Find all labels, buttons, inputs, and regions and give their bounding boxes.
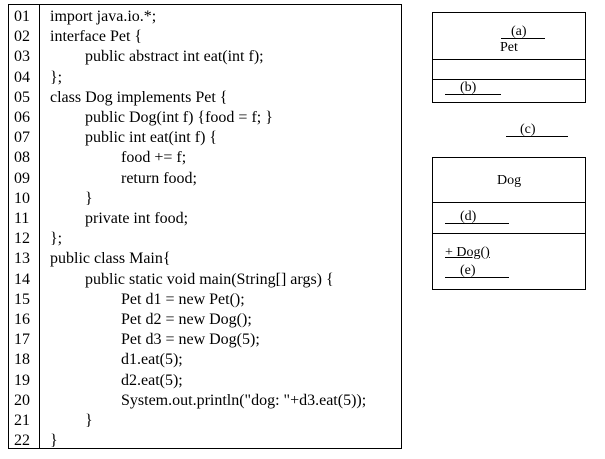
code-text: public static void main(String[] args) {	[85, 270, 334, 288]
code-text: public Dog(int f) {food = f; }	[85, 109, 273, 126]
code-line: 13 public class Main{	[9, 249, 401, 269]
line-number: 10	[14, 189, 30, 207]
code-text: return food;	[121, 169, 197, 187]
code-line: 11 private int food;	[9, 209, 401, 229]
line-number: 06	[14, 109, 30, 126]
code-text: }	[50, 432, 58, 450]
dog-constructor: + Dog()	[445, 245, 490, 260]
code-line: 20 System.out.println("dog: "+d3.eat(5));	[9, 391, 401, 411]
pet-class-box: (a) Pet (b)	[432, 12, 586, 103]
line-number: 16	[14, 311, 30, 328]
pet-blank-b-label: (b)	[460, 80, 477, 95]
code-line: 07 public int eat(int f) {	[9, 128, 401, 148]
line-number: 09	[14, 169, 30, 187]
dog-blank-d-label: (d)	[460, 209, 477, 224]
code-text: Pet d3 = new Dog(5);	[121, 331, 260, 349]
line-number: 04	[14, 68, 30, 86]
line-number: 01	[14, 8, 30, 25]
code-line: 02 interface Pet {	[9, 27, 401, 47]
code-line: 14 public static void main(String[] args)…	[9, 270, 401, 290]
dog-separator-2	[433, 233, 585, 234]
line-number-divider	[39, 5, 40, 448]
code-text: public int eat(int f) {	[85, 129, 218, 147]
line-number: 08	[14, 149, 30, 167]
dog-class-box: Dog (d) + Dog() (e)	[432, 157, 586, 290]
code-line: 21}	[9, 411, 401, 431]
dog-separator-1	[433, 202, 585, 203]
code-line: 15 Pet d1 = new Pet();	[9, 290, 401, 310]
code-text: d2.eat(5);	[121, 371, 183, 389]
pet-separator-1	[433, 59, 585, 60]
dog-blank-e-label: (e)	[460, 263, 476, 278]
line-number: 18	[14, 351, 30, 369]
line-number: 19	[14, 371, 30, 389]
pet-separator-2	[433, 79, 585, 80]
code-text: };	[50, 68, 63, 86]
line-number: 05	[14, 88, 30, 106]
code-line: 10}	[9, 189, 401, 209]
code-line: 22}	[9, 431, 401, 451]
code-text: public abstract int eat(int f);	[85, 48, 264, 66]
line-number: 17	[14, 331, 30, 349]
pet-blank-a-line	[501, 38, 545, 39]
code-line: 08 food += f;	[9, 148, 401, 168]
line-number: 15	[14, 290, 30, 308]
code-text: food += f;	[121, 149, 187, 167]
dog-class-name: Dog	[497, 173, 522, 188]
line-number: 07	[14, 129, 30, 147]
code-text: }	[85, 412, 93, 429]
line-number: 22	[14, 432, 30, 450]
code-text: interface Pet {	[50, 28, 143, 46]
code-text: class Dog implements Pet {	[50, 88, 228, 106]
code-line: 06 public Dog(int f) {food = f; }	[9, 108, 401, 128]
line-number: 03	[14, 48, 30, 66]
code-line: 09 return food;	[9, 169, 401, 189]
code-text: };	[50, 230, 63, 248]
line-number: 11	[14, 210, 30, 227]
code-text: System.out.println("dog: "+d3.eat(5));	[121, 391, 367, 409]
code-line: 16 Pet d2 = new Dog();	[9, 310, 401, 330]
dog-blank-d-line	[445, 223, 509, 224]
relation-blank-c-label: (c)	[520, 122, 536, 137]
code-line: 17 Pet d3 = new Dog(5);	[9, 330, 401, 350]
line-number: 21	[14, 412, 30, 429]
line-number: 02	[14, 28, 30, 46]
code-line: 05 class Dog implements Pet {	[9, 88, 401, 108]
code-text: public class Main{	[50, 250, 171, 268]
line-number: 12	[14, 230, 30, 248]
code-line: 19 d2.eat(5);	[9, 371, 401, 391]
code-text: }	[85, 189, 93, 207]
code-line: 03 public abstract int eat(int f);	[9, 47, 401, 67]
code-text: private int food;	[85, 210, 189, 227]
pet-blank-b-line	[445, 94, 501, 95]
code-text: import java.io.*;	[50, 8, 157, 25]
dog-blank-e-line	[445, 277, 509, 278]
code-line: 04};	[9, 68, 401, 88]
code-text: Pet d1 = new Pet();	[121, 290, 245, 308]
line-number: 20	[14, 391, 30, 409]
code-line: 12};	[9, 229, 401, 249]
code-text: d1.eat(5);	[121, 351, 183, 369]
line-number: 13	[14, 250, 30, 268]
pet-blank-a-label: (a)	[511, 24, 527, 39]
pet-class-name: Pet	[500, 40, 518, 55]
code-line: 01 import java.io.*;	[9, 7, 401, 27]
code-listing: 01 import java.io.*; 02 interface Pet { 03 pu…	[8, 4, 402, 449]
line-number: 14	[14, 270, 30, 288]
relation-blank-c-line	[506, 136, 568, 137]
code-line: 18 d1.eat(5);	[9, 350, 401, 370]
code-text: Pet d2 = new Dog();	[121, 311, 252, 328]
